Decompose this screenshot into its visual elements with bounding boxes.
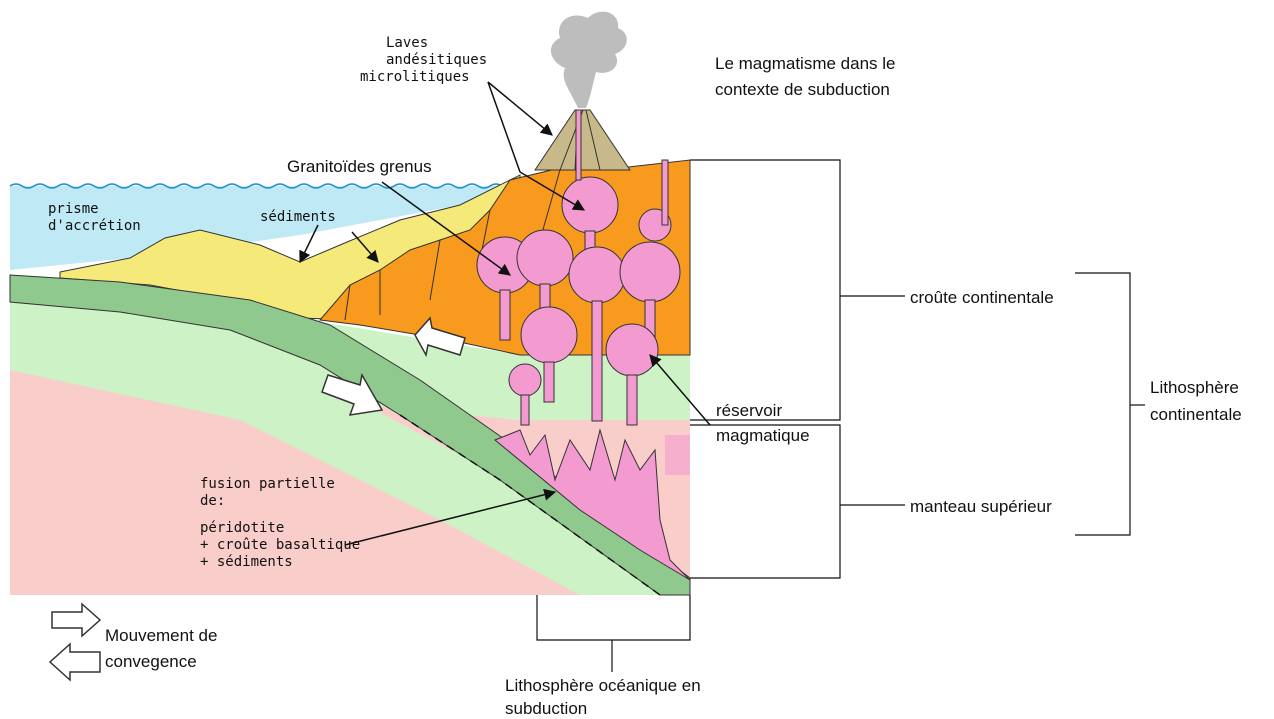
label-prisme-1: prisme [48,201,99,217]
legend-label-1: Mouvement de [105,626,217,645]
volcano-plume [551,12,627,108]
label-prisme-2: d'accrétion [48,218,141,234]
label-fusion-3: péridotite [200,520,284,536]
label-sediments: sédiments [260,209,336,225]
legend-label-2: convegence [105,652,197,671]
label-laves-1: Laves [386,35,428,51]
label-fusion-4: + croûte basaltique [200,537,360,553]
label-reservoir-1: réservoir [716,401,782,420]
label-granitoides: Granitoïdes grenus [287,157,432,176]
label-manteau: manteau supérieur [910,497,1052,516]
label-reservoir-2: magmatique [716,426,810,445]
label-fusion-5: + sédiments [200,554,293,570]
label-lithosphere-cont-2: continentale [1150,405,1242,424]
label-lithosphere-oc-2: subduction [505,699,587,718]
title-line-2: contexte de subduction [715,80,890,99]
label-fusion-2: de: [200,493,225,509]
legend-arrow-right [52,604,100,636]
label-croute: croûte continentale [910,288,1054,307]
label-lithosphere-oc-1: Lithosphère océanique en [505,676,701,695]
volcano-cone [535,110,630,170]
label-laves-3: microlitiques [360,69,470,85]
label-lithosphere-cont-1: Lithosphère [1150,378,1239,397]
label-fusion-1: fusion partielle [200,476,335,492]
label-laves-2: andésitiques [386,52,487,68]
title-line-1: Le magmatisme dans le [715,54,895,73]
legend-arrow-left [50,644,100,680]
